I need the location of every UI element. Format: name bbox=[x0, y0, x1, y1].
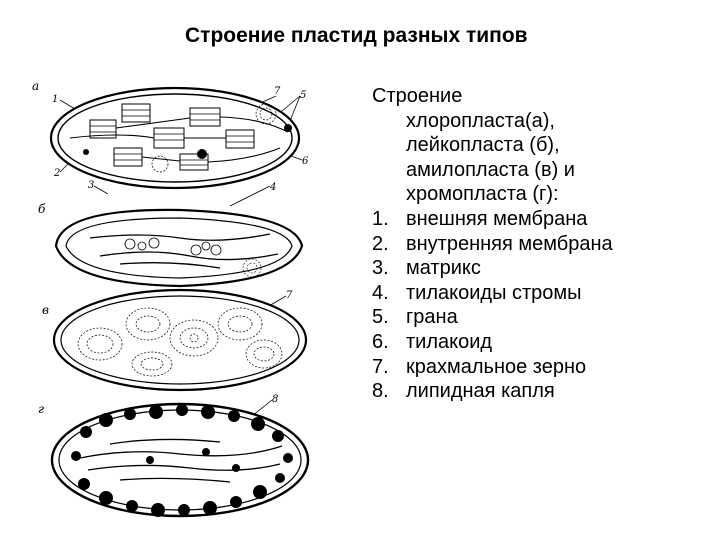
legend-item: 3.матрикс bbox=[372, 256, 712, 281]
figure-caption: Строение хлоропласта(а), лейкопласта (б)… bbox=[372, 84, 712, 404]
page-title: Строение пластид разных типов bbox=[185, 24, 528, 48]
callout-5: 5 bbox=[300, 90, 306, 101]
leucoplast-panel bbox=[56, 210, 302, 286]
legend-text: липидная капля bbox=[406, 379, 555, 404]
legend-number: 1. bbox=[372, 207, 406, 232]
callout-1: 1 bbox=[52, 94, 58, 105]
chromoplast-panel bbox=[52, 404, 308, 517]
legend-text: внешняя мембрана bbox=[406, 207, 587, 232]
legend-item: 4.тилакоиды стромы bbox=[372, 281, 712, 306]
legend-item: 5.грана bbox=[372, 305, 712, 330]
panel-letter-v: в bbox=[42, 303, 49, 317]
caption-line: хлоропласта(а), bbox=[406, 109, 712, 134]
legend-number: 3. bbox=[372, 256, 406, 281]
callout-3: 3 bbox=[88, 180, 94, 191]
panel-letter-b: б bbox=[38, 202, 46, 216]
legend-text: тилакоид bbox=[406, 330, 492, 355]
legend-number: 8. bbox=[372, 379, 406, 404]
callout-2: 2 bbox=[53, 168, 60, 179]
caption-line: амилопласта (в) и bbox=[406, 158, 712, 183]
caption-line: хромопласта (г): bbox=[406, 182, 712, 207]
caption-line: Строение bbox=[372, 84, 712, 109]
legend-text: внутренняя мембрана bbox=[406, 232, 613, 257]
legend-item: 1.внешняя мембрана bbox=[372, 207, 712, 232]
panel-letter-g: г bbox=[38, 402, 44, 416]
legend-text: тилакоиды стромы bbox=[406, 281, 582, 306]
legend-item: 6.тилакоид bbox=[372, 330, 712, 355]
panel-letter-a: а bbox=[32, 79, 39, 93]
legend-item: 7.крахмальное зерно bbox=[372, 355, 712, 380]
amyloplast-panel bbox=[54, 290, 306, 390]
callout-7b: 7 bbox=[286, 290, 293, 301]
callout-7: 7 bbox=[274, 86, 281, 97]
callout-8: 8 bbox=[272, 394, 278, 405]
legend-number: 7. bbox=[372, 355, 406, 380]
plastid-diagram: а б в г 1 2 3 4 5 6 7 7 8 bbox=[30, 68, 360, 533]
legend-number: 6. bbox=[372, 330, 406, 355]
callout-6: 6 bbox=[302, 156, 309, 167]
legend-number: 5. bbox=[372, 305, 406, 330]
chloroplast-panel bbox=[51, 88, 299, 188]
legend-text: грана bbox=[406, 305, 458, 330]
legend-item: 8.липидная капля bbox=[372, 379, 712, 404]
caption-line: лейкопласта (б), bbox=[406, 133, 712, 158]
callout-4: 4 bbox=[269, 182, 276, 193]
legend-text: крахмальное зерно bbox=[406, 355, 586, 380]
legend-item: 2.внутренняя мембрана bbox=[372, 232, 712, 257]
legend-number: 4. bbox=[372, 281, 406, 306]
legend-text: матрикс bbox=[406, 256, 481, 281]
legend-list: 1.внешняя мембрана 2.внутренняя мембрана… bbox=[372, 207, 712, 404]
legend-number: 2. bbox=[372, 232, 406, 257]
